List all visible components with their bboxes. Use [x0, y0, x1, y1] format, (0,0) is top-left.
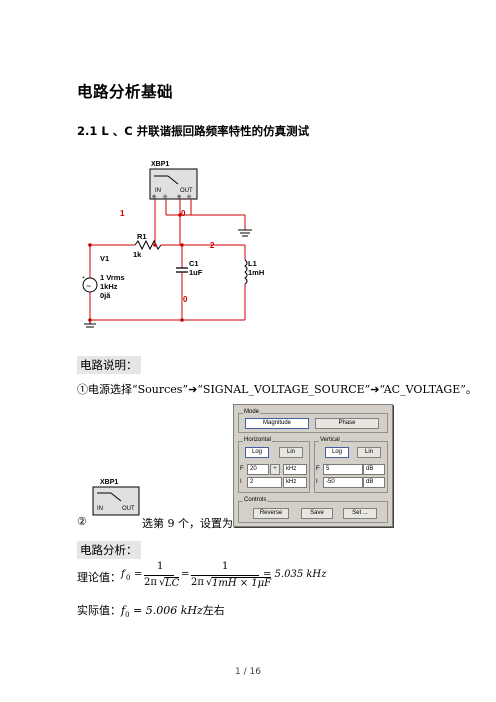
vertical-initial-unit[interactable]: dB	[363, 477, 385, 488]
bode-settings-dialog: Mode Magnitude Phase Horizontal Log Lin …	[233, 404, 393, 527]
c1-name: C1	[189, 259, 199, 268]
svg-text:⊖: ⊖	[163, 194, 167, 200]
svg-text:+: +	[82, 275, 85, 281]
horizontal-initial-field[interactable]: 2	[247, 477, 282, 488]
vertical-final-field[interactable]: 5	[323, 464, 363, 475]
magnitude-button[interactable]: Magnitude	[245, 418, 309, 429]
theory-label: 理论值：	[77, 571, 121, 584]
horizontal-final-spinner[interactable]: ÷	[270, 464, 280, 475]
vertical-lin-button[interactable]: Lin	[357, 447, 381, 458]
horizontal-final-unit[interactable]: kHz	[283, 464, 307, 475]
desc-heading: 电路说明：	[77, 356, 141, 374]
phase-button[interactable]: Phase	[315, 418, 379, 429]
bode-plotter[interactable]	[149, 168, 198, 200]
r1-value: 1k	[133, 250, 142, 259]
controls-group: Controls Reverse Save Set ...	[238, 497, 388, 523]
node-0-bottom-label: 0	[183, 295, 188, 304]
desc-line-2-num: ②	[77, 515, 87, 528]
svg-text:~: ~	[86, 281, 91, 291]
v1-freq: 1kHz	[100, 282, 118, 291]
out-label: OUT	[180, 188, 193, 194]
in-label: IN	[155, 188, 161, 194]
bode-plotter-icon: XBP1 IN OUT	[92, 479, 140, 516]
horizontal-lin-button[interactable]: Lin	[279, 447, 303, 458]
actual-formula: f0 = 5.006 kHz左右	[121, 604, 225, 620]
mode-group: Mode Magnitude Phase	[238, 409, 388, 433]
set-button[interactable]: Set ...	[343, 508, 377, 519]
actual-label: 实际值：	[77, 604, 121, 617]
v1-name: V1	[100, 254, 109, 263]
node-0-top-label: 0	[181, 209, 186, 218]
analysis-heading: 电路分析：	[77, 541, 141, 559]
v1-amp: 1 Vrms	[100, 273, 125, 282]
svg-text:OUT: OUT	[122, 506, 135, 512]
svg-text:⊖: ⊖	[187, 194, 191, 200]
c1-value: 1uF	[189, 268, 203, 277]
vertical-final-unit[interactable]: dB	[363, 464, 385, 475]
reverse-button[interactable]: Reverse	[253, 508, 289, 519]
xbp1-label: XBP1	[151, 161, 169, 168]
section-title: 2.1 L 、C 并联谐振回路频率特性的仿真测试	[77, 124, 310, 138]
vertical-initial-field[interactable]: -50	[323, 477, 363, 488]
save-button[interactable]: Save	[301, 508, 333, 519]
horizontal-log-button[interactable]: Log	[245, 447, 269, 458]
node-1-label: 1	[120, 209, 125, 218]
svg-text:⊕: ⊕	[152, 194, 156, 200]
desc-line-2-text: 选第 9 个，设置为	[142, 517, 233, 530]
page-footer: 1 / 16	[235, 667, 261, 677]
desc-line-1: ①电源选择“Sources”➔“SIGNAL_VOLTAGE_SOURCE”➔“…	[77, 383, 477, 396]
svg-text:⊕: ⊕	[177, 194, 181, 200]
horizontal-group: Horizontal Log Lin F 20 ÷ kHz I 2 kHz	[238, 437, 310, 493]
vertical-group: Vertical Log Lin F 5 dB I -50 dB	[314, 437, 388, 493]
horizontal-initial-unit[interactable]: kHz	[283, 477, 307, 488]
v1-phase: 0jã	[100, 291, 111, 300]
l1-name: L1	[248, 259, 257, 268]
r1-name: R1	[137, 232, 147, 241]
svg-text:XBP1: XBP1	[100, 479, 118, 486]
l1-value: 1mH	[248, 268, 264, 277]
circuit-schematic: XBP1 IN OUT ⊕ ⊖ ⊕ ⊖ 1 0 2 0 R1 1k C1 1uF…	[82, 161, 264, 328]
svg-text:IN: IN	[97, 506, 103, 512]
horizontal-final-field[interactable]: 20	[247, 464, 269, 475]
page-title: 电路分析基础	[77, 83, 174, 101]
vertical-log-button[interactable]: Log	[325, 447, 349, 458]
